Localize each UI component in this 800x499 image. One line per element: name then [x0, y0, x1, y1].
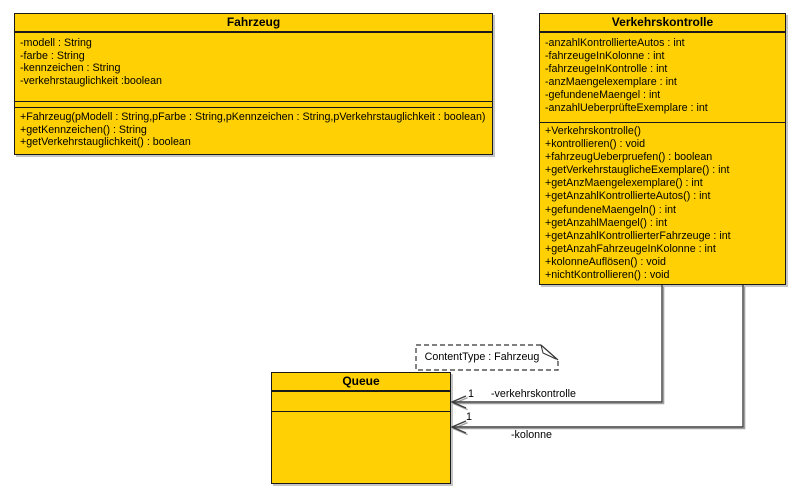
class-method: +getKennzeichen() : String: [20, 123, 147, 136]
uml-note[interactable]: ContentType : Fahrzeug: [424, 351, 540, 363]
class-box-verkehrskontrolle[interactable]: Verkehrskontrolle -anzahlKontrollierteAu…: [539, 13, 786, 285]
methods-compartment: [272, 412, 450, 483]
class-attribute: -verkehrstauglichkeit :boolean: [20, 75, 162, 88]
class-name: Queue: [272, 373, 450, 392]
class-box-fahrzeug[interactable]: Fahrzeug -modell : String -farbe : Strin…: [14, 13, 493, 155]
class-attribute: -fahrzeugeInKontrolle : int: [545, 63, 668, 75]
attributes-compartment: -anzahlKontrollierteAutos : int -fahrzeu…: [540, 33, 785, 123]
role-label-verkehrskontrolle: -verkehrskontrolle: [491, 388, 576, 400]
class-method: +fahrzeugUeberpruefen() : boolean: [545, 151, 713, 164]
open-arrowhead-icon: [450, 420, 467, 434]
class-name: Verkehrskontrolle: [540, 14, 785, 33]
class-attribute: -kennzeichen : String: [20, 62, 121, 75]
class-box-queue[interactable]: Queue: [271, 372, 451, 484]
class-method: +kolonneAuflösen() : void: [545, 255, 666, 268]
class-method: +nichtKontrollieren() : void: [545, 269, 670, 282]
association-line-shadow: [453, 286, 665, 405]
class-attribute: -gefundeneMaengel : int: [545, 89, 661, 101]
class-name: Fahrzeug: [15, 14, 492, 33]
class-method: +Fahrzeug(pModell : String,pFarbe : Stri…: [20, 111, 486, 123]
class-method: +getAnzMaengelexemplare() : int: [545, 177, 703, 190]
class-method: +kontrollieren() : void: [545, 138, 646, 151]
open-arrowhead-icon: [450, 395, 467, 409]
class-method: +getAnzahFahrzeugeInKolonne : int: [545, 242, 716, 255]
class-attribute: -fahrzeugeInKolonne : int: [545, 50, 665, 62]
class-method: +Verkehrskontrolle(): [545, 125, 641, 137]
class-method: +gefundeneMaengeln() : int: [545, 203, 677, 216]
role-label-kolonne: -kolonne: [511, 429, 552, 441]
attributes-compartment: [272, 392, 450, 412]
class-method: +getAnzahlMaengel() : int: [545, 216, 668, 229]
class-attribute: -farbe : String: [20, 49, 85, 62]
methods-compartment: +Fahrzeug(pModell : String,pFarbe : Stri…: [15, 107, 492, 154]
arrowhead-shadow: [451, 421, 468, 436]
class-method: +getVerkehrstauglicheExemplare() : int: [545, 164, 730, 177]
class-attribute: -anzahlUeberprüfteExemplare : int: [545, 102, 708, 114]
class-attribute: -anzMaengelexemplare : int: [545, 76, 677, 88]
class-attribute: -anzahlKontrollierteAutos : int: [545, 37, 685, 49]
class-attribute: -modell : String: [20, 37, 92, 49]
arrowhead-shadow: [451, 396, 468, 411]
class-method: +getVerkehrstauglichkeit() : boolean: [20, 136, 191, 149]
association-line-verkehrskontrolle: [452, 285, 663, 403]
class-method: +getAnzahlKontrollierterFahrzeuge : int: [545, 229, 731, 242]
multiplicity-label: 1: [466, 411, 472, 423]
methods-compartment: +Verkehrskontrolle() +kontrollieren() : …: [540, 123, 785, 284]
class-method: +getAnzahlKontrollierteAutos() : int: [545, 190, 711, 203]
multiplicity-label: 1: [468, 388, 474, 400]
attributes-compartment: -modell : String -farbe : String -kennze…: [15, 33, 492, 102]
